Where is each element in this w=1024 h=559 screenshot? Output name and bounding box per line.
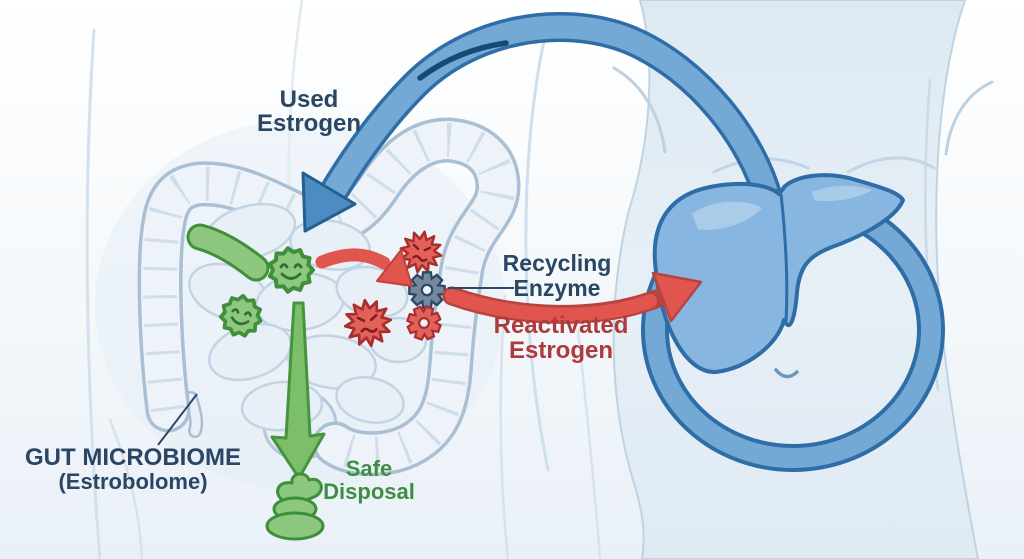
label-recycling-enzyme-1: Recycling (503, 250, 612, 276)
liver-body (652, 173, 905, 375)
label-safe-disposal-1: Safe (346, 456, 392, 481)
harmful-microbe-group (340, 227, 446, 351)
liver-icon (652, 173, 905, 375)
appendix-segment-fill (186, 393, 201, 436)
liver-highlight-right (812, 185, 872, 202)
large-intestine-icon (137, 117, 521, 477)
label-gut-microbiome-1: GUT MICROBIOME (25, 444, 241, 471)
label-used-estrogen-1: Used (280, 86, 339, 113)
intestine-coil (335, 376, 405, 424)
colon-haustra-bands (143, 122, 515, 471)
harmful-microbe-icon (340, 295, 396, 351)
safe-disposal-arrow (270, 301, 326, 480)
used-estrogen-arrow-body (324, 15, 780, 210)
used-estrogen-arrow-streak (417, 40, 509, 81)
label-safe-disposal-2: Disposal (323, 479, 415, 504)
reactivated-estrogen-arrow (442, 271, 703, 324)
label-reactivated-estrogen-2: Estrogen (509, 337, 613, 364)
intestine-coil (287, 334, 377, 390)
stool-icon (265, 472, 325, 541)
gut-microbiome-leader-line (157, 393, 198, 446)
label-recycling-enzyme-2: Enzyme (514, 275, 601, 301)
label-reactivated-estrogen-1: Reactivated (494, 312, 629, 339)
friendly-microbe-icon (215, 290, 268, 343)
friendly-microbe-icon (267, 246, 315, 294)
microbe-to-enzyme-arrow (315, 248, 413, 287)
used-estrogen-arrow (301, 11, 783, 233)
used-estrogen-arrowhead (301, 171, 357, 233)
friendly-rod-microbe-icon (186, 223, 270, 282)
liver-lobe-divider (779, 193, 789, 323)
liver-highlight (692, 201, 762, 231)
friendly-microbe-group (186, 223, 315, 343)
labels: Used Estrogen Recycling Enzyme Reactivat… (25, 86, 628, 504)
harmful-microbe-icon (396, 227, 446, 277)
navel-mark (774, 368, 799, 379)
label-used-estrogen-2: Estrogen (257, 110, 361, 137)
label-gut-microbiome-2: (Estrobolome) (58, 469, 207, 494)
